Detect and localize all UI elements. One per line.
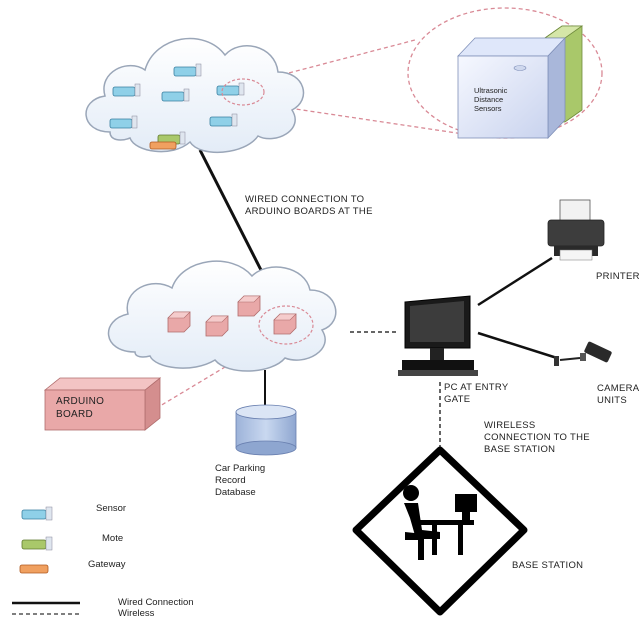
base-station-label: BASE STATION [512,560,584,571]
printer-icon [547,199,605,261]
legend-gateway-label: Gateway [88,559,126,570]
legend-sensor-icon [21,506,53,521]
arduino-node [237,295,261,317]
pc-monitor-icon [398,295,478,376]
camera-label: CAMERA UNITS [597,383,640,406]
pc-label: PC AT ENTRY GATE [444,382,509,405]
arduino-node [167,311,191,333]
database-icon [235,404,297,456]
legend-mote-label: Mote [102,533,124,544]
printer-label: PRINTER [596,271,640,282]
legend-mote-icon [21,536,53,551]
arduino-board-box [43,377,162,431]
sensor-network-cloud [85,37,305,154]
wired-printer-line [477,256,553,307]
highlight-ellipse [258,305,314,345]
database-label: Car Parking Record Database [215,463,266,498]
arduino-node [205,315,229,337]
sensor-node [209,113,238,127]
zoom-line-bottom [261,103,471,136]
sensor-node [161,88,190,102]
arduino-link-line [149,339,271,413]
arduino-board-label: ARDUINO BOARD [56,396,105,420]
legend-gateway-icon [19,564,49,574]
legend-wired-label: Wired Connection [118,597,194,608]
gateway-node [149,141,177,150]
base-station-icon [352,446,528,616]
wired-camera-line [477,331,558,360]
sensor-node [173,63,202,77]
camera-icon [554,341,612,366]
wired-connection-label: WIRED CONNECTION TO ARDUINO BOARDS AT TH… [245,194,373,217]
legend-sensor-label: Sensor [96,503,127,514]
ultrasonic-sensor-label: Ultrasonic Distance Sensors [474,86,508,113]
wired-connection-line [198,149,264,273]
wireless-connection-label: WIRELESS CONNECTION TO THE BASE STATION [484,420,590,455]
sensor-node [112,83,141,97]
sensor-node [109,115,138,129]
ultrasonic-sensor-box [457,25,584,140]
legend-wireless-label: Wireless [118,608,155,619]
zoom-line-top [261,39,416,81]
highlight-ellipse [221,78,265,106]
arduino-node [273,313,297,335]
